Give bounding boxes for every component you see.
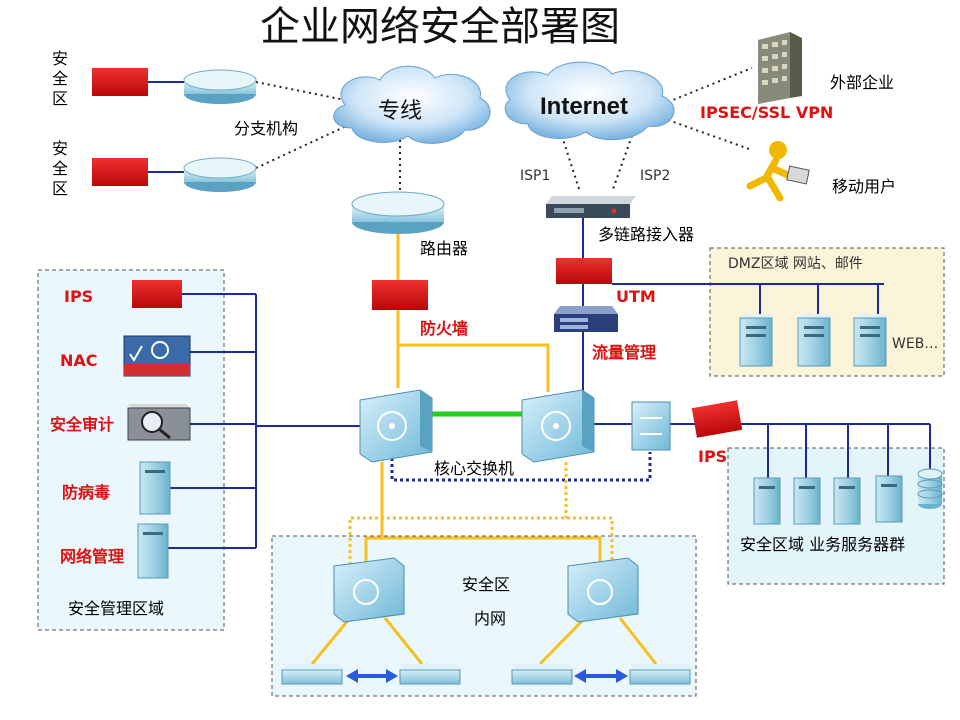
links [148,67,931,683]
safe-zone-label-char: 全 [52,159,68,178]
safe-zone-label-char: 区 [52,89,68,108]
intranet-zone-label: 安全区 [462,575,510,594]
antivirus-label: 防病毒 [62,483,110,502]
intranet-label: 内网 [474,609,506,628]
server-icon [853,314,890,367]
vpn-label: IPSEC/SSL VPN [700,103,833,122]
firewall-icon [92,158,148,186]
server-icon [739,314,776,367]
ips-firewall-icon [132,280,182,308]
core-switch-label: 核心交换机 [434,459,514,478]
core-switch-icon [521,389,595,463]
utm-firewall-icon [556,258,612,284]
safe-zone-label-char: 区 [52,179,68,198]
server-icon [833,477,861,525]
safe-zone-label-char: 安 [52,49,68,68]
database-icon [917,468,943,509]
router-label: 路由器 [420,239,468,258]
branch-office-1: 安 全 区 [52,49,257,108]
traffic-management-label: 流量管理 [592,343,656,362]
router-icon [183,157,257,192]
access-switch-icon [399,664,464,685]
isp1-label: ISP1 [520,168,550,184]
netmgmt-label: 网络管理 [60,547,124,566]
external-enterprise-label: 外部企业 [830,73,894,92]
traffic-management-icon [554,306,618,332]
ips-right-label: IPS [698,447,727,466]
audit-icon [127,404,191,441]
nac-icon [123,335,191,377]
diagram-title: 企业网络安全部署图 [260,4,620,50]
utm-label: UTM [616,287,656,306]
web-label: WEB… [892,336,938,352]
ips-firewall-icon [691,400,743,438]
router-icon [183,69,257,104]
private-line-cloud: 专线 [333,65,491,144]
firewall-icon [92,68,148,96]
safe-zone-label-char: 全 [52,69,68,88]
business-zone-label: 安全区域 业务服务器群 [740,535,905,554]
internet-label: Internet [540,93,628,120]
mobile-user-label: 移动用户 [832,177,896,196]
server-icon [139,461,171,515]
server-icon [793,477,821,525]
private-line-label: 专线 [378,99,422,124]
access-switch-icon [631,401,671,451]
branch-office-2: 安 全 区 [52,139,257,198]
distribution-switch-icon [333,557,405,623]
nac-label: NAC [60,351,98,370]
firewall-icon [372,280,428,310]
firewall-label: 防火墙 [420,319,468,338]
dmz-label: DMZ区域 网站、邮件 [728,256,863,272]
multilink-label: 多链路接入器 [598,225,694,244]
server-icon [753,477,781,525]
server-icon [137,523,169,579]
access-switch-icon [511,664,576,685]
audit-label: 安全审计 [50,415,114,434]
mobile-user-icon [746,141,810,202]
ips-left-label: IPS [64,287,93,306]
building-icon [758,32,802,104]
access-switch-icon [629,664,694,685]
isp2-label: ISP2 [640,168,670,184]
management-zone-label: 安全管理区域 [68,599,164,618]
branch-label: 分支机构 [234,119,298,138]
router-icon [351,191,445,234]
server-icon [797,314,834,367]
core-switch-icon [359,389,433,463]
server-icon [875,475,903,523]
access-switch-icon [281,664,346,685]
distribution-switch-icon [567,557,639,623]
safe-zone-label-char: 安 [52,139,68,158]
management-zone [37,269,225,631]
multilink-device-icon [546,196,636,218]
internet-cloud: Internet [504,61,675,141]
